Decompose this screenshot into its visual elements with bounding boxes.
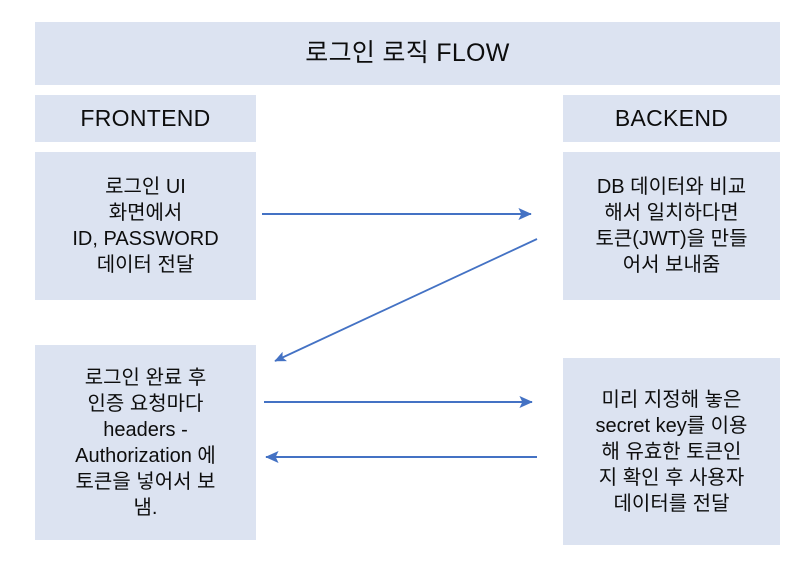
column-header-backend: BACKEND (563, 95, 780, 142)
frontend-login-request-box: 로그인 UI 화면에서 ID, PASSWORD 데이터 전달 (35, 152, 256, 300)
arrow-backend-to-frontend-token-response (274, 238, 538, 362)
frontend-authorization-header-box: 로그인 완료 후 인증 요청마다 headers - Authorization… (35, 345, 256, 540)
column-header-frontend: FRONTEND (35, 95, 256, 142)
diagram-title: 로그인 로직 FLOW (35, 22, 780, 85)
backend-token-issue-box: DB 데이터와 비교 해서 일치하다면 토큰(JWT)을 만들 어서 보내줌 (563, 152, 780, 300)
backend-token-verify-box: 미리 지정해 놓은 secret key를 이용 해 유효한 토큰인 지 확인 … (563, 358, 780, 545)
